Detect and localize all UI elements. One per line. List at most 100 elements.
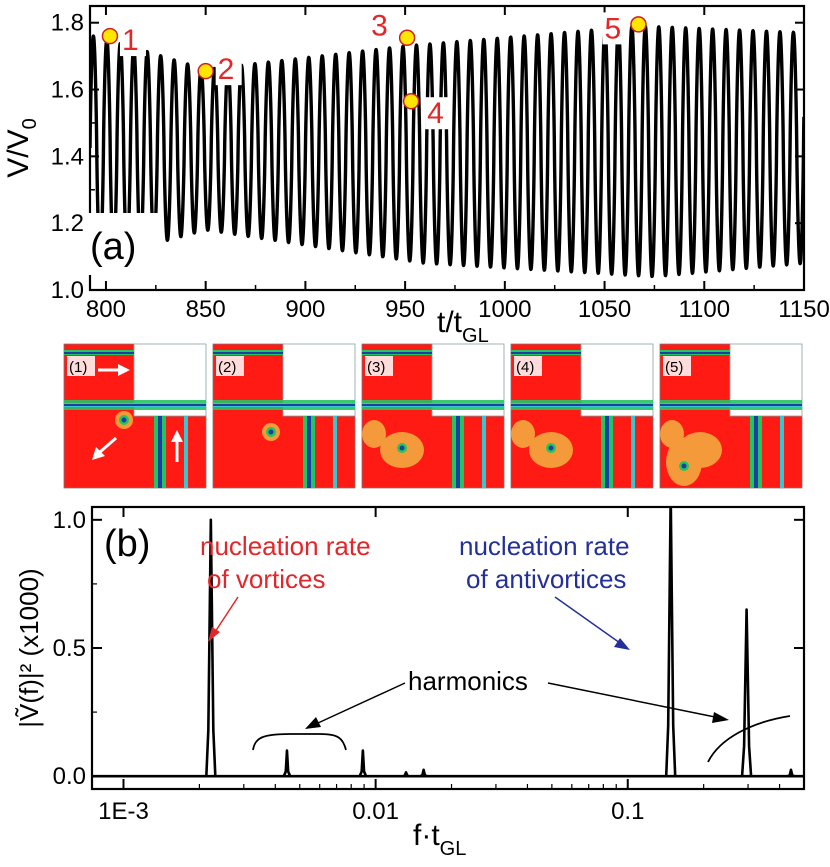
snapshot-marker bbox=[402, 92, 420, 110]
panel-b-xlabel: f·tGL bbox=[413, 819, 466, 860]
vortex-arrow-line bbox=[214, 596, 239, 633]
x-tick-label: 1000 bbox=[478, 296, 531, 323]
marker-label-bg bbox=[602, 12, 629, 45]
snapshot-channel bbox=[184, 416, 188, 488]
x-tick-label: 850 bbox=[186, 296, 226, 323]
vortex-annotation-line2: of vortices bbox=[207, 564, 326, 594]
snapshot-marker bbox=[197, 62, 214, 80]
harmonics-arrowhead-right bbox=[712, 712, 729, 723]
harmonics-annotation: harmonics bbox=[408, 666, 528, 696]
panel-a-ticks: 800 850 900 950 1000 1050 1100 1150 1.0 1.2 1.4 1.6… bbox=[51, 6, 830, 323]
snapshot-channel-core bbox=[605, 416, 609, 488]
panel-b-ticks: 1E-3 0.01 0.1 0.0 0.5 1.0 bbox=[53, 507, 805, 825]
snapshot-marker-label: 2 bbox=[218, 53, 235, 86]
antivortex-arrowhead bbox=[614, 638, 630, 650]
harmonics-arrow-right bbox=[547, 682, 716, 718]
snapshot-label: (1) bbox=[69, 359, 87, 376]
snapshot-vortex-core bbox=[399, 445, 405, 451]
snapshot-band-core bbox=[362, 352, 432, 354]
snapshot-band-core bbox=[511, 352, 581, 354]
x-tick-label: 900 bbox=[285, 296, 325, 323]
snapshot-band-core bbox=[660, 404, 802, 406]
y-tick-label: 0.5 bbox=[53, 635, 86, 662]
panel-a-label-bg bbox=[88, 213, 162, 275]
snapshot-band-core bbox=[213, 404, 355, 406]
harmonics-bracket-left bbox=[252, 733, 347, 751]
panel-b-label: (b) bbox=[104, 523, 150, 565]
y-tick-label: 1.8 bbox=[51, 10, 84, 37]
marker-label-bg bbox=[369, 9, 396, 42]
snapshot-label: (5) bbox=[665, 359, 683, 376]
panel-b-ylabel: |Ṽ(f)|² (x1000) bbox=[14, 568, 44, 727]
x-tick-label: 1150 bbox=[778, 296, 830, 323]
panel-a-xlabel: t/tGL bbox=[437, 306, 489, 347]
snapshot-channel bbox=[333, 416, 337, 488]
x-tick-label: 1050 bbox=[578, 296, 631, 323]
snapshot-panel: (5) bbox=[659, 343, 803, 489]
vortex-motion-arrowhead bbox=[92, 447, 105, 460]
harmonics-arrow-left bbox=[317, 682, 406, 724]
y-tick-label: 1.0 bbox=[51, 277, 84, 304]
current-arrowhead bbox=[118, 364, 130, 376]
vortex-annotation-line1: nucleation rate bbox=[200, 531, 371, 561]
snapshot-marker-label: 5 bbox=[604, 12, 621, 45]
marker-label-bg bbox=[215, 53, 242, 86]
snapshot-vortex-core bbox=[548, 445, 554, 451]
x-tick-label: 950 bbox=[385, 296, 425, 323]
x-tick-label: 0.1 bbox=[611, 798, 644, 825]
snapshot-label-bg bbox=[365, 356, 393, 376]
snapshot-depletion bbox=[362, 420, 386, 448]
snapshot-label-bg bbox=[216, 356, 244, 376]
x-tick-label: 1100 bbox=[678, 296, 730, 323]
snapshot-channel-core bbox=[158, 416, 162, 488]
snapshot-channel-core bbox=[754, 416, 758, 488]
snapshot-label: (4) bbox=[516, 359, 534, 376]
snapshot-label: (3) bbox=[367, 359, 385, 376]
snapshot-band-core bbox=[213, 352, 283, 354]
snapshot-panel: (3) bbox=[361, 343, 505, 489]
snapshot-panel: (2) bbox=[212, 343, 356, 489]
vortex-arrowhead bbox=[208, 627, 220, 642]
snapshot-marker-label: 4 bbox=[427, 97, 444, 130]
x-tick-label: 0.01 bbox=[352, 798, 399, 825]
x-tick-label: 800 bbox=[86, 296, 126, 323]
snapshot-label: (2) bbox=[218, 359, 236, 376]
voltage-trace bbox=[90, 24, 804, 279]
antivortex-arrow-line bbox=[554, 596, 621, 644]
marker-label-bg bbox=[425, 97, 452, 130]
snapshot-label-bg bbox=[67, 356, 95, 376]
panel-a-ylabel: V/V0 bbox=[2, 118, 41, 177]
y-tick-label: 1.4 bbox=[51, 143, 84, 170]
snapshot-band-core bbox=[64, 404, 206, 406]
snapshot-vortex-core bbox=[121, 417, 127, 423]
panel-b-frame bbox=[90, 505, 806, 791]
snapshot-panel: (1) bbox=[63, 343, 207, 489]
y-tick-label: 1.0 bbox=[53, 507, 86, 534]
y-tick-label: 1.2 bbox=[51, 210, 84, 237]
panel-a-frame bbox=[88, 4, 806, 292]
snapshot-marker bbox=[101, 27, 119, 45]
snapshot-marker-label: 1 bbox=[122, 24, 139, 57]
antivortex-motion-arrowhead bbox=[171, 430, 183, 442]
y-tick-label: 0.0 bbox=[53, 763, 86, 790]
snapshot-channel bbox=[482, 416, 486, 488]
antivortex-annotation-line2: of antivortices bbox=[466, 564, 626, 594]
panel-a: 800 850 900 950 1000 1050 1100 1150 1.0 1.2 1.4 1.6… bbox=[2, 4, 830, 347]
snapshot-label-bg bbox=[514, 356, 542, 376]
y-tick-label: 1.6 bbox=[51, 77, 84, 104]
snapshot-channel bbox=[631, 416, 635, 488]
snapshot-vortex-core bbox=[268, 429, 274, 435]
harmonics-bracket-right bbox=[707, 715, 791, 763]
marker-label-bg bbox=[119, 24, 146, 57]
antivortex-annotation-line1: nucleation rate bbox=[459, 531, 630, 561]
snapshot-marker bbox=[630, 16, 647, 33]
snapshot-band-core bbox=[660, 352, 730, 354]
spectrum-trace bbox=[92, 507, 804, 778]
snapshot-depletion bbox=[511, 420, 535, 448]
x-tick-label: 1E-3 bbox=[98, 798, 149, 825]
vortex-motion-arrow bbox=[99, 436, 117, 454]
snapshot-panel: (4) bbox=[510, 343, 654, 489]
snapshot-band-core bbox=[362, 404, 504, 406]
